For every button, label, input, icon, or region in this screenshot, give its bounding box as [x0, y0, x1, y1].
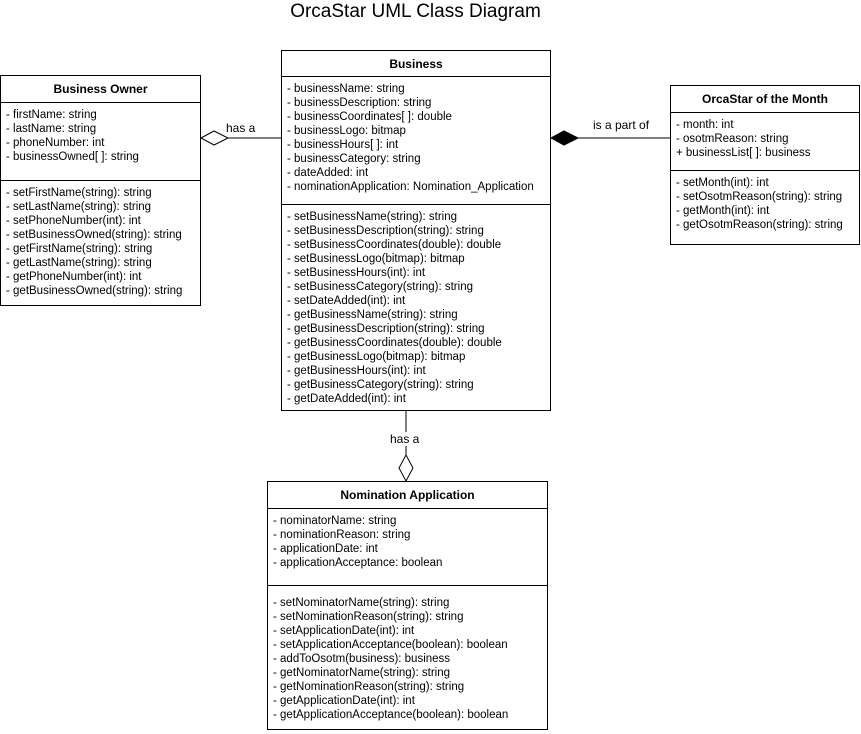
relation-label-owner-business: has a	[226, 121, 256, 135]
attributes-section: - month: int - osotmReason: string + busin…	[671, 113, 859, 171]
methods-section: - setFirstName(string): string - setLastN…	[1, 181, 200, 298]
method-row: - getLastName(string): string	[6, 257, 152, 269]
composition-diamond-osotm	[549, 130, 580, 146]
method-row: - setMonth(int): int	[676, 177, 769, 189]
method-row: - addToOsotm(business): business	[273, 653, 451, 665]
method-row: - getApplicationDate(int): int	[273, 695, 415, 707]
method-row: - setOsotmReason(string): string	[676, 191, 843, 203]
class-header: Business	[282, 51, 550, 77]
methods-section: - setBusinessName(string): string - setBu…	[282, 205, 550, 406]
method-row: - setNominatorName(string): string	[273, 597, 450, 609]
relation-label-business-osotm: is a part of	[593, 118, 650, 132]
method-row: - setBusinessCoordinates(double): double	[287, 239, 502, 251]
attribute-row: - nominationApplication: Nomination_Appl…	[287, 181, 534, 193]
method-row: - setBusinessCategory(string): string	[287, 281, 473, 293]
methods-section: - setNominatorName(string): string - setN…	[268, 586, 547, 722]
method-row: - getDateAdded(int): int	[287, 393, 406, 405]
method-row: - getBusinessHours(int): int	[287, 365, 426, 377]
class-business: Business - businessName: string- busines…	[281, 50, 551, 411]
attribute-row: - lastName: string	[6, 123, 97, 135]
method-row: - getMonth(int): int	[676, 205, 770, 217]
method-row: - getApplicationAcceptance(boolean): boo…	[273, 709, 509, 721]
diagram-title: OrcaStar UML Class Diagram	[290, 1, 541, 22]
method-row: - setNominationReason(string): string	[273, 611, 464, 623]
attribute-row: - businessOwned[ ]: string	[6, 151, 139, 163]
method-row: - setBusinessHours(int): int	[287, 267, 426, 279]
attribute-row: - firstName: string	[6, 109, 97, 121]
aggregation-diamond-nomination	[398, 453, 414, 483]
attributes-section: - nominatorName: string - nominationReaso…	[268, 509, 547, 586]
method-row: - setDateAdded(int): int	[287, 295, 406, 307]
attribute-row: - businessCategory: string	[287, 153, 421, 165]
attribute-row: - businessDescription: string	[287, 97, 432, 109]
attribute-row: - dateAdded: int	[287, 167, 369, 179]
method-row: - getBusinessOwned(string): string	[6, 285, 183, 297]
method-row: - getBusinessLogo(bitmap): bitmap	[287, 351, 466, 363]
method-row: - getNominationReason(string): string	[273, 681, 465, 693]
methods-section: - setMonth(int): int - setOsotmReason(str…	[671, 171, 859, 232]
attribute-row: - businessLogo: bitmap	[287, 125, 406, 137]
attribute-row: - applicationDate: int	[273, 543, 378, 555]
class-orcastar-of-the-month: OrcaStar of the Month - month: int - osot…	[670, 85, 860, 245]
method-row: - setBusinessDescription(string): string	[287, 225, 484, 237]
method-row: - setBusinessOwned(string): string	[6, 229, 182, 241]
relation-label-business-nomination: has a	[390, 432, 420, 446]
class-business-owner: Business Owner - firstName: string - last…	[0, 75, 201, 306]
method-row: - setBusinessLogo(bitmap): bitmap	[287, 253, 465, 265]
method-row: - getBusinessName(string): string	[287, 309, 458, 321]
attribute-row: - month: int	[676, 119, 734, 131]
class-nomination-application: Nomination Application - nominatorName: …	[267, 481, 548, 730]
method-row: - getOsotmReason(string): string	[676, 219, 843, 231]
attribute-row: + businessList[ ]: business	[676, 147, 811, 159]
method-row: - setLastName(string): string	[6, 201, 152, 213]
method-row: - setFirstName(string): string	[6, 187, 152, 199]
attributes-section: - businessName: string - businessDescript…	[282, 77, 550, 205]
attribute-row: - nominatorName: string	[273, 515, 397, 527]
attribute-row: - applicationAcceptance: boolean	[273, 557, 443, 569]
method-row: - getPhoneNumber(int): int	[6, 271, 142, 283]
class-header: Nomination Application	[268, 482, 547, 509]
attribute-row: - businessName: string	[287, 83, 405, 95]
aggregation-diamond-owner	[199, 130, 230, 146]
attribute-row: - businessCoordinates[ ]: double	[287, 111, 452, 123]
attributes-section: - firstName: string - lastName: string - p…	[1, 103, 200, 181]
method-row: - setPhoneNumber(int): int	[6, 215, 141, 227]
method-row: - setBusinessName(string): string	[287, 211, 457, 223]
method-row: - getNominatorName(string): string	[273, 667, 451, 679]
class-header: OrcaStar of the Month	[671, 86, 859, 113]
method-row: - setApplicationAcceptance(boolean): boo…	[273, 639, 508, 651]
method-row: - setApplicationDate(int): int	[273, 625, 415, 637]
attribute-row: - phoneNumber: int	[6, 137, 105, 149]
attribute-row: - businessHours[ ]: int	[287, 139, 399, 151]
attribute-row: - osotmReason: string	[676, 133, 789, 145]
class-header: Business Owner	[1, 76, 200, 103]
method-row: - getBusinessCategory(string): string	[287, 379, 474, 391]
method-row: - getFirstName(string): string	[6, 243, 153, 255]
method-row: - getBusinessDescription(string): string	[287, 323, 485, 335]
attribute-row: - nominationReason: string	[273, 529, 411, 541]
method-row: - getBusinessCoordinates(double): double	[287, 337, 502, 349]
